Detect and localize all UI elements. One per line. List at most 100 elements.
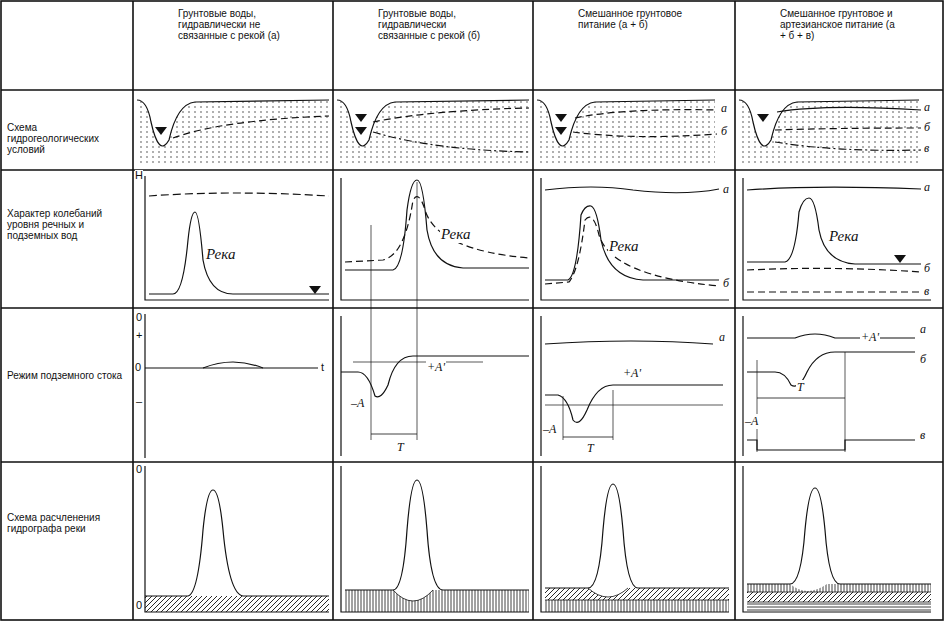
amplitude-label: +A' <box>426 360 446 375</box>
aquifer-scheme-stroke <box>337 100 529 146</box>
hydrograph-stroke <box>393 590 433 601</box>
aquifer-scheme <box>137 100 329 166</box>
aquifer-scheme-stroke <box>337 100 529 166</box>
aquifer-scheme-stroke <box>537 100 715 146</box>
column-header: Смешанное грунтовое и артезианское питан… <box>780 8 895 41</box>
row-header: Схема гидрогеологических условий <box>7 122 125 155</box>
axis-label: 0 <box>136 312 142 323</box>
flow-plot-stroke <box>203 362 263 368</box>
flow-plot-stroke <box>747 440 915 450</box>
period-label: T <box>396 440 405 455</box>
aquifer-scheme-stroke <box>173 116 329 138</box>
row-header: Режим подземного стока <box>7 370 125 381</box>
hydrograph-stroke <box>545 484 729 588</box>
aquifer-scheme <box>739 100 921 166</box>
curve-letter: а <box>923 180 931 195</box>
curve-letter: а <box>923 100 931 115</box>
hydrograph <box>541 466 729 612</box>
hydrograph-stroke <box>145 466 329 612</box>
curve-letter: а <box>718 330 726 345</box>
level-plot-stroke <box>747 291 921 292</box>
hydrograph-stroke <box>345 590 529 612</box>
level-plot-stroke <box>894 255 906 263</box>
aquifer-scheme-stroke <box>775 128 921 130</box>
flow-plot-stroke <box>545 341 713 344</box>
curve-letter: б <box>722 276 730 291</box>
hydrograph <box>341 466 529 612</box>
flow-plot-stroke <box>757 398 845 399</box>
flow-plot-stroke <box>757 352 845 452</box>
axis-label: – <box>136 396 142 407</box>
hydrograph-stroke <box>541 466 729 612</box>
river-label: Река <box>205 246 236 263</box>
axis-label: 0 <box>135 362 141 373</box>
hydrograph-stroke <box>545 588 729 600</box>
aquifer-scheme-stroke <box>573 132 717 137</box>
level-plot-stroke <box>743 178 931 300</box>
flow-plot-stroke <box>144 314 145 458</box>
hydrograph-stroke <box>747 584 931 592</box>
flow-plot-stroke <box>742 316 743 456</box>
flow-plot-stroke <box>145 367 318 368</box>
hydrograph-stroke <box>145 596 329 612</box>
aquifer-scheme-stroke <box>555 114 567 122</box>
column-header: Грунтовые воды, гидравлически связанные … <box>378 8 493 41</box>
hydrograph-stroke <box>545 600 729 612</box>
axis-label: + <box>136 330 142 341</box>
level-plot-stroke <box>747 187 921 190</box>
level-plot <box>743 178 931 300</box>
hydrograph-stroke <box>743 466 931 612</box>
flow-plot-stroke <box>371 434 417 435</box>
aquifer-scheme-stroke <box>373 132 529 152</box>
flow-plot-stroke <box>545 405 723 406</box>
aquifer-scheme <box>337 100 529 166</box>
flow-plot-stroke <box>563 390 613 440</box>
level-plot-stroke <box>341 178 529 300</box>
column-header: Смешанное грунтовое питание (а + б) <box>578 8 693 30</box>
hydrograph-stroke <box>747 592 931 602</box>
aquifer-scheme-stroke <box>739 100 919 146</box>
aquifer-scheme-stroke <box>137 100 329 146</box>
flow-plot-stroke <box>747 352 915 386</box>
hydrograph <box>743 466 931 612</box>
level-plot-stroke <box>345 197 529 262</box>
curve-letter: б <box>919 352 927 367</box>
curve-letter: а <box>919 322 927 337</box>
amplitude-label: –A <box>542 422 557 437</box>
row-header: Схема расчленения гидрографа реки <box>7 512 125 534</box>
level-plot-stroke <box>747 198 921 264</box>
axis-label: H <box>135 170 143 181</box>
aquifer-scheme-stroke <box>777 107 921 112</box>
level-plot <box>541 178 729 300</box>
axis-label: t <box>321 362 324 373</box>
level-plot-stroke <box>345 180 529 270</box>
amplitude-label: –A <box>350 396 365 411</box>
level-plot-stroke <box>545 217 719 286</box>
table-grid-stroke <box>133 1 735 620</box>
hydrograph-stroke <box>345 480 529 590</box>
river-label: Река <box>440 226 471 243</box>
curve-letter: в <box>919 428 926 443</box>
level-plot-stroke <box>541 178 729 300</box>
period-label: T <box>796 380 805 395</box>
axis-label: 0 <box>136 464 142 475</box>
column-header: Грунтовые воды, гидравлически не связанн… <box>178 8 293 41</box>
aquifer-scheme <box>537 100 717 166</box>
flow-plot-stroke <box>545 385 723 422</box>
row-header: Характер колебаний уровня речных и подзе… <box>7 208 125 241</box>
curve-letter: б <box>923 120 931 135</box>
hydrograph-stroke <box>747 602 931 612</box>
flow-plot-stroke <box>747 334 915 338</box>
level-plot-stroke <box>149 193 329 196</box>
flow-plot <box>145 314 318 458</box>
aquifer-scheme-stroke <box>373 108 529 122</box>
aquifer-scheme-stroke <box>355 127 367 135</box>
flow-plot-stroke <box>563 437 613 438</box>
table-grid-stroke <box>1 90 943 462</box>
aquifer-scheme-stroke <box>739 100 919 166</box>
flow-plot <box>541 316 723 456</box>
river-label: Река <box>608 238 639 255</box>
